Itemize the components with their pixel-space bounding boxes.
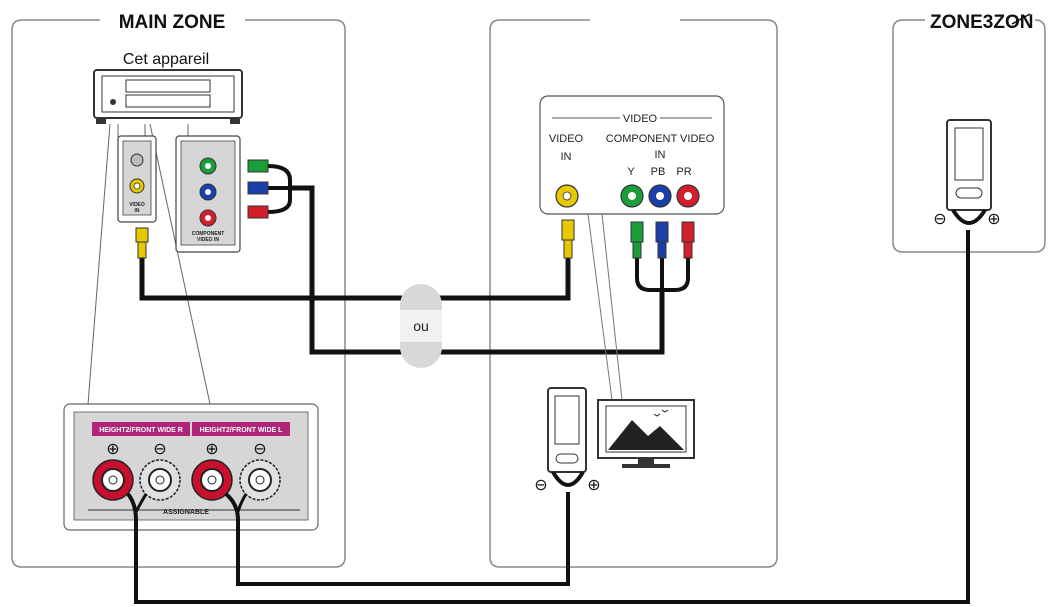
zone3-box: ZONE3ZON — [892, 12, 1046, 253]
speaker-terminal-panel: HEIGHT2/FRONT WIDE R HEIGHT2/FRONT WIDE … — [63, 403, 319, 531]
mountain-picture-icon — [608, 420, 684, 450]
zone2-speaker: ⊖ ⊕ — [534, 387, 601, 494]
tv-component-bottom: IN — [655, 149, 666, 161]
tv-input-panel: VIDEO VIDEO IN COMPONENT VIDEO IN Y PB P… — [539, 95, 725, 215]
tv-callout-lines — [587, 213, 623, 401]
component-video-cable — [290, 185, 665, 355]
tv-y-label: Y — [627, 166, 635, 178]
main-zone-box: MAIN ZONE — [11, 12, 346, 568]
zone2-speaker-wire — [224, 492, 570, 586]
receiver-video-in-panel: VIDEO IN — [117, 135, 157, 223]
terminal-minus-l-icon: ⊖ — [253, 439, 266, 458]
zone2-box — [489, 19, 778, 568]
terminal-plus-r-icon: ⊕ — [106, 439, 119, 458]
receiver-yellow-plug — [135, 227, 149, 259]
receiver-label: Cet appareil — [123, 51, 209, 68]
binding-post-plus-l — [191, 459, 233, 501]
receiver-component-sub: VIDEO IN — [197, 237, 219, 243]
zone3-minus-icon: ⊖ — [933, 209, 946, 228]
zone2-tv — [597, 399, 695, 468]
tv-component-top: COMPONENT VIDEO — [606, 133, 715, 145]
binding-post-minus-r — [139, 459, 181, 501]
tv-video-in-top: VIDEO — [549, 133, 584, 145]
tv-component-plugs — [630, 221, 695, 259]
power-knob-icon — [110, 99, 116, 105]
tv-pr-label: PR — [676, 166, 691, 178]
receiver-video-label: VIDEO — [129, 202, 145, 208]
zone2-minus-icon: ⊖ — [534, 475, 547, 494]
binding-post-plus-r — [92, 459, 134, 501]
main-zone-title: MAIN ZONE — [119, 12, 226, 33]
receiver-component-label: COMPONENT — [192, 231, 225, 237]
terminal-minus-r-icon: ⊖ — [153, 439, 166, 458]
or-separator: ou — [400, 284, 442, 368]
or-label: ou — [413, 318, 429, 334]
tv-video-in-bottom: IN — [561, 151, 572, 163]
speaker-tab-right: HEIGHT2/FRONT WIDE R — [99, 427, 183, 434]
speaker-tab-left: HEIGHT2/FRONT WIDE L — [200, 427, 284, 434]
receiver-video-sub: IN — [135, 208, 140, 214]
zone3-speaker: ⊖ ⊕ — [933, 119, 1001, 228]
zone2-plus-icon: ⊕ — [587, 475, 600, 494]
terminal-plus-l-icon: ⊕ — [205, 439, 218, 458]
tv-yellow-plug — [561, 219, 575, 259]
assignable-label: ASSIGNABLE — [163, 509, 209, 516]
receiver-component-panel: COMPONENT VIDEO IN — [175, 135, 241, 253]
composite-video-cable — [139, 258, 571, 301]
tv-video-group-label: VIDEO — [623, 113, 658, 125]
receiver-component-plugs — [247, 159, 269, 219]
receiver-unit: Cet appareil — [93, 51, 243, 124]
binding-post-minus-l — [239, 459, 281, 501]
tv-pb-label: PB — [651, 166, 666, 178]
zone3-title: ZONE3ZON — [930, 12, 1033, 33]
receiver-callout-lines — [87, 123, 211, 405]
zone3-plus-icon: ⊕ — [987, 209, 1000, 228]
